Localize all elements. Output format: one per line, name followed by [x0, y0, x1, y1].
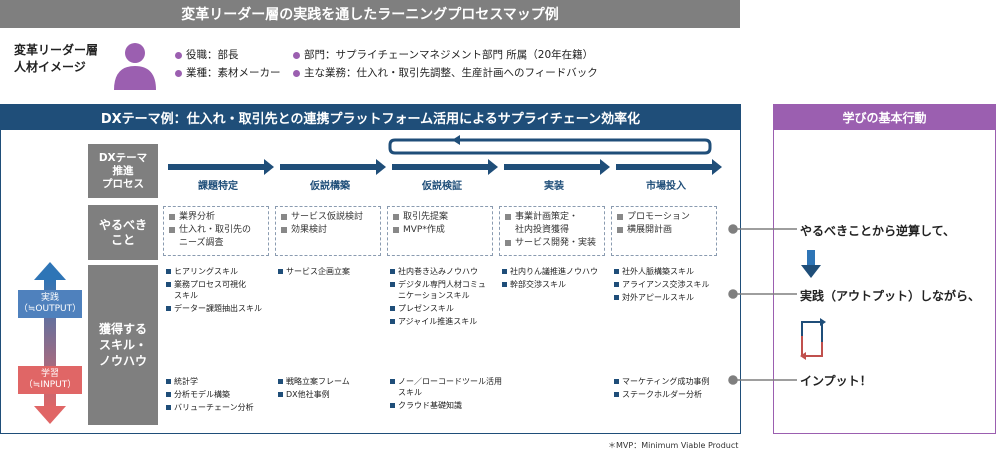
stage-hypothesis-building: 仮説構築 — [310, 181, 350, 192]
stage-implementation: 実装 — [544, 181, 564, 192]
input-skills-launch: マーケティング成功事例 ステークホルダー分析 — [614, 376, 726, 402]
page-title: 変革リーダー層の実践を通したラーニングプロセスマップ例 — [0, 0, 740, 28]
connector-lines — [728, 224, 797, 385]
output-skills-issue: ヒアリングスキル 業務プロセス可視化 スキル データー課題抽出スキル — [166, 266, 278, 316]
stage-market-launch: 市場投入 — [646, 181, 686, 192]
learning-step-backcast: やるべきことから逆算して、 — [800, 224, 956, 238]
row-label-todo: やるべき こと — [88, 205, 158, 260]
todo-box-issue: 業界分析 仕入れ・取引先の ニーズ調査 — [163, 206, 269, 256]
learning-box — [773, 130, 996, 434]
output-label: 実践 （≒OUTPUT） — [18, 290, 82, 318]
todo-box-validation: 取引先提案 MVP*作成 — [387, 206, 493, 256]
input-skills-hypothesis: 戦略立案フレーム DX他社事例 — [278, 376, 390, 402]
row-label-skills: 獲得する スキル・ ノウハウ — [88, 265, 158, 425]
output-skills-launch: 社外人脈構築スキル アライアンス交渉スキル 対外アピールスキル — [614, 266, 726, 305]
output-skills-validation: 社内巻き込みノウハウ デジタル専門人材コミュ ニケーションスキル プレゼンスキル… — [390, 266, 502, 329]
dx-process-box — [0, 130, 741, 434]
persona-industry: 業種：素材メーカー — [175, 64, 281, 82]
persona-info-basic: 役職：部長 業種：素材メーカー — [175, 46, 281, 82]
stage-issue-identification: 課題特定 — [198, 181, 238, 192]
input-label: 学習 （≒INPUT） — [18, 366, 82, 394]
output-skills-hypothesis: サービス企画立案 — [278, 266, 390, 279]
persona-role: 役職：部長 — [175, 46, 281, 64]
dx-theme-header: DXテーマ例：仕入れ・取引先との連携プラットフォーム活用によるサプライチェーン効… — [0, 104, 741, 130]
persona-department: 部門：サプライチェーンマネジメント部門 所属（20年在籍） — [293, 46, 598, 64]
cycle-icon — [800, 318, 826, 360]
persona-info-work: 部門：サプライチェーンマネジメント部門 所属（20年在籍） 主な業務：仕入れ・取… — [293, 46, 598, 82]
arrow-up-icon — [34, 262, 66, 280]
down-arrow-icon — [801, 250, 821, 278]
todo-box-launch: プロモーション 横展開計画 — [611, 206, 717, 256]
persona-label: 変革リーダー層 人材イメージ — [14, 43, 99, 74]
input-skills-validation: ノー／ローコードツール活用 スキル クラウド基礎知識 — [390, 376, 502, 413]
learning-step-practice: 実践（アウトプット）しながら、 — [800, 289, 981, 303]
input-skills-issue: 統計学 分析モデル構築 バリューチェーン分析 — [166, 376, 278, 415]
person-icon — [114, 43, 156, 90]
output-input-axis — [34, 262, 66, 424]
output-skills-implementation: 社内りん議推進ノウハウ 幹部交渉スキル — [502, 266, 614, 292]
arrow-down-icon — [34, 406, 66, 424]
learning-step-input: インプット！ — [800, 374, 872, 388]
row-label-process: DXテーマ 推進 プロセス — [88, 144, 158, 198]
footnote: ＊MVP：Minimum Viable Product — [608, 441, 739, 450]
process-arrows — [168, 135, 722, 175]
todo-box-implementation: 事業計画策定・ 社内投資獲得 サービス開発・実装 — [499, 206, 605, 256]
todo-box-hypothesis: サービス仮説検討 効果検討 — [275, 206, 381, 256]
stage-hypothesis-validation: 仮説検証 — [422, 181, 462, 192]
learning-header: 学びの基本行動 — [773, 104, 996, 130]
persona-main-work: 主な業務：仕入れ・取引先調整、生産計画へのフィードバック — [293, 64, 598, 82]
iteration-loop-icon — [388, 138, 712, 155]
